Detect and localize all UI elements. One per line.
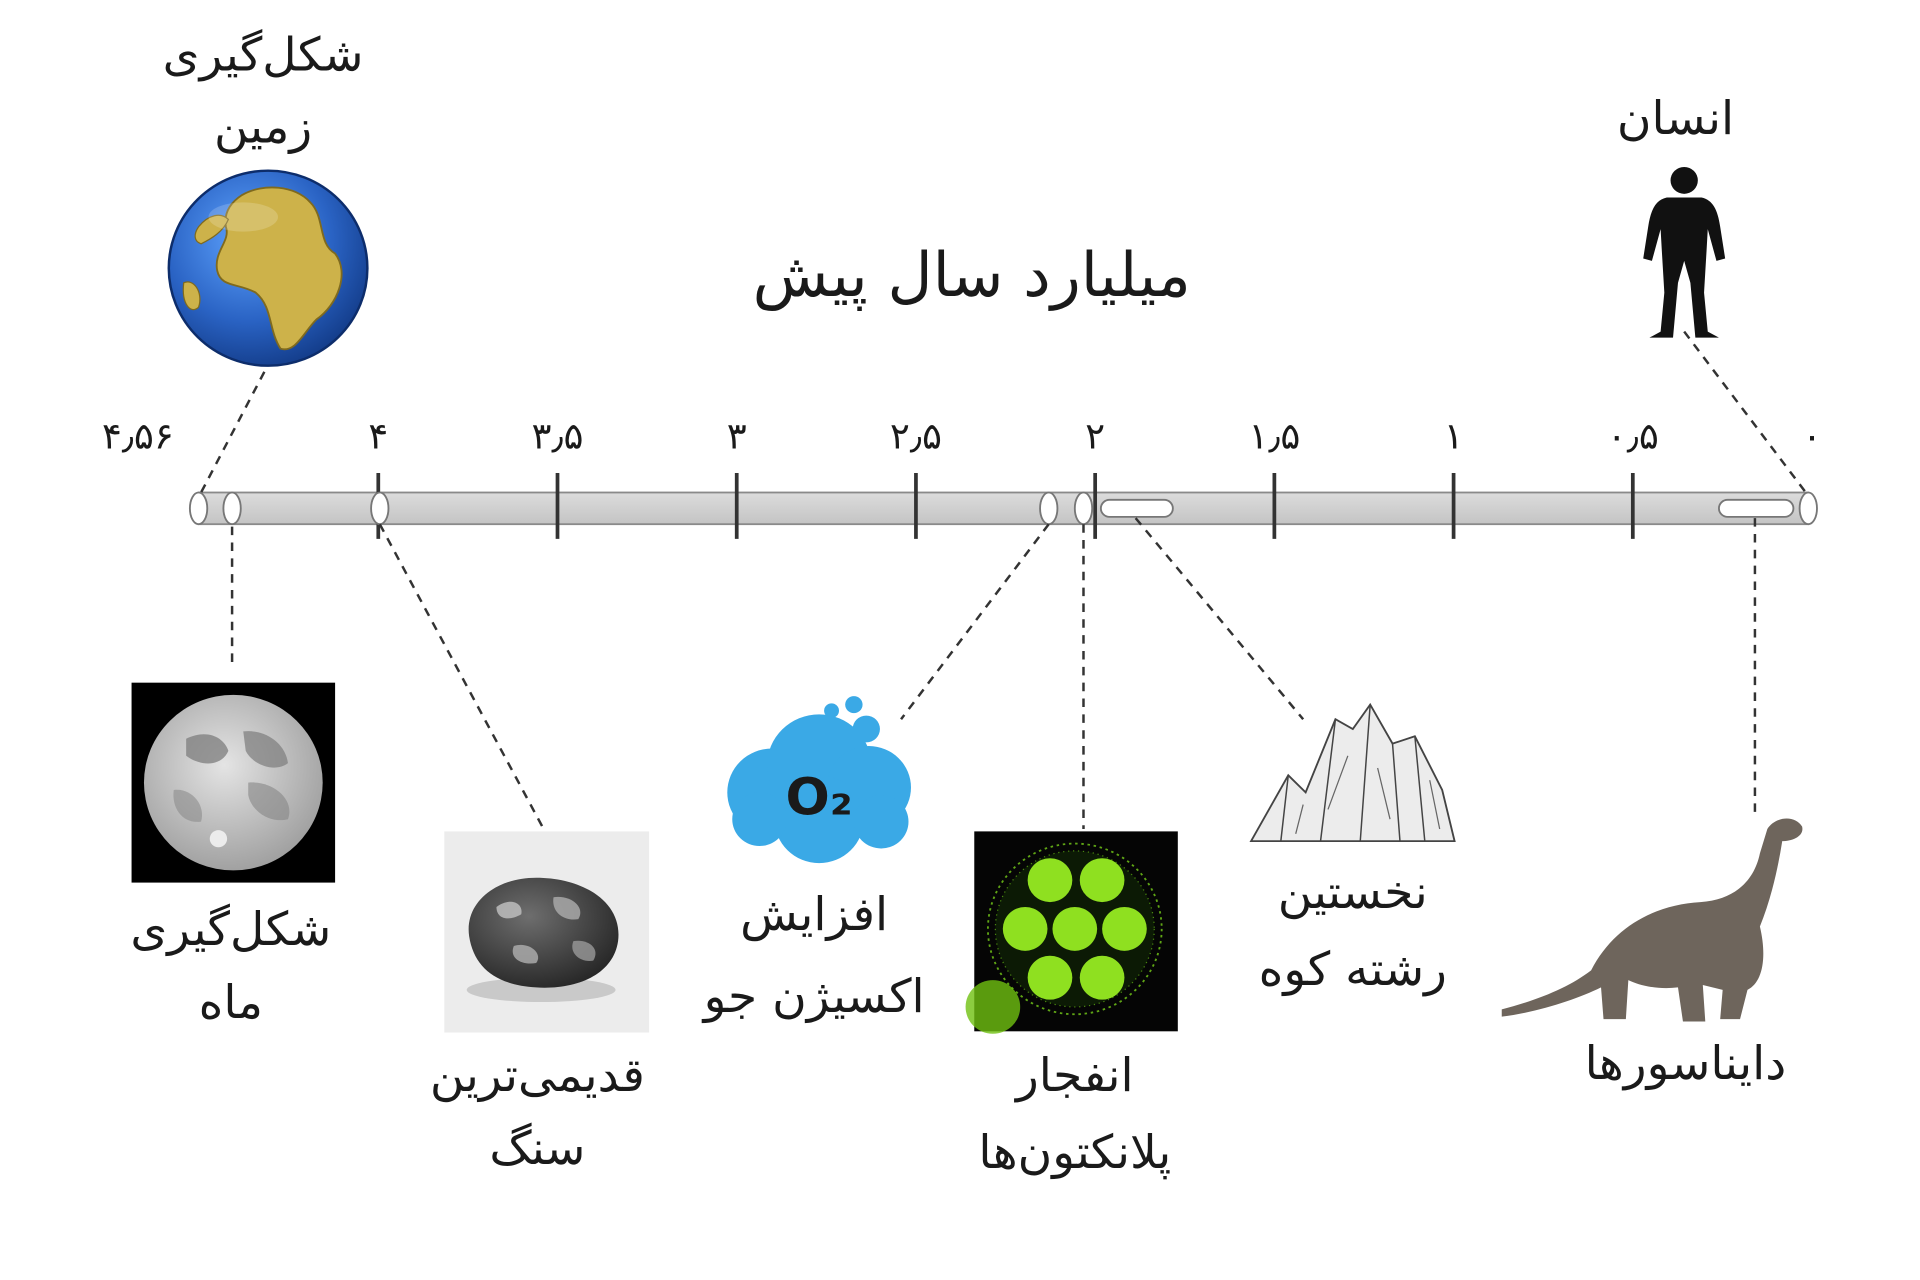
event-earth-formation: شکل‌گیری زمین <box>163 29 369 367</box>
event-oldest-rock: قدیمی‌ترین سنگ <box>430 831 650 1177</box>
human-label: انسان <box>1617 92 1734 146</box>
tick-label: ۴٫۵۶ <box>102 415 174 458</box>
tick-label: ۳ <box>727 415 747 458</box>
mountain-label-line2: رشته کوه <box>1259 943 1447 997</box>
moon-label-line2: ماه <box>199 976 263 1030</box>
marker-moon-formation <box>222 491 242 526</box>
event-oxygen-rise: O₂ افزایش اکسیژن جو <box>702 696 925 1024</box>
rock-label-line1: قدیمی‌ترین <box>430 1049 645 1103</box>
moon-icon <box>131 682 336 883</box>
oxygen-badge: O₂ <box>786 768 853 827</box>
rock-icon <box>444 831 650 1033</box>
oxygen-label-line2: اکسیژن جو <box>702 970 925 1024</box>
timeline-bar <box>197 491 1810 526</box>
event-moon-formation: شکل‌گیری ماه <box>130 682 336 1030</box>
plankton-label-line1: انفجار <box>1014 1049 1134 1103</box>
timeline-ticks: ۴٫۵۶ ۴ ۳٫۵ ۳ ۲٫۵ ۲ ۱٫۵ ۱ ۰٫۵ ۰ <box>102 415 1822 539</box>
earth-label-line1: شکل‌گیری <box>163 29 364 83</box>
event-first-mountains: نخستین رشته کوه <box>1249 702 1456 997</box>
oxygen-cloud-icon: O₂ <box>727 696 911 864</box>
moon-label-line1: شکل‌گیری <box>130 903 331 957</box>
tick-label: ۲ <box>1085 415 1105 458</box>
mountain-label-line1: نخستین <box>1278 867 1428 921</box>
human-silhouette-icon <box>1643 167 1726 338</box>
earth-label-line2: زمین <box>214 101 312 155</box>
marker-first-mountains <box>1099 498 1174 518</box>
marker-oxygen-rise <box>1039 491 1059 526</box>
marker-earth-formation <box>188 491 209 526</box>
tick-label: ۱٫۵ <box>1248 415 1300 458</box>
tick-label: ۳٫۵ <box>531 415 583 458</box>
dinosaur-label: دایناسورها <box>1585 1037 1787 1091</box>
marker-oldest-rock <box>370 491 390 526</box>
earth-globe-icon <box>167 169 369 367</box>
marker-humans <box>1798 491 1818 526</box>
leader-earth <box>199 371 266 494</box>
plankton-icon <box>965 831 1178 1034</box>
tick-label: ۰ <box>1802 415 1822 458</box>
leader-lines <box>199 330 1807 830</box>
event-humans: انسان <box>1617 92 1734 338</box>
leader-rock <box>378 523 545 830</box>
timeline-headline: میلیارد سال پیش <box>753 240 1191 311</box>
leader-oxygen <box>900 523 1050 720</box>
timeline-markers <box>188 491 1818 526</box>
event-dinosaurs: دایناسورها <box>1501 818 1803 1091</box>
marker-plankton-bloom <box>1073 491 1094 526</box>
tick-label: ۱ <box>1444 415 1464 458</box>
plankton-label-line2: پلانکتون‌ها <box>978 1126 1171 1180</box>
event-plankton-bloom: انفجار پلانکتون‌ها <box>965 831 1178 1180</box>
tick-label: ۰٫۵ <box>1607 415 1659 458</box>
tick-label: ۴ <box>368 415 388 458</box>
leader-human <box>1683 330 1807 494</box>
dinosaur-icon <box>1501 818 1803 1022</box>
mountain-icon <box>1249 702 1456 843</box>
rock-label-line2: سنگ <box>489 1123 585 1177</box>
marker-dinosaurs <box>1718 498 1795 518</box>
tick-label: ۲٫۵ <box>890 415 942 458</box>
leader-mountain <box>1134 517 1305 721</box>
oxygen-label-line1: افزایش <box>740 889 888 943</box>
